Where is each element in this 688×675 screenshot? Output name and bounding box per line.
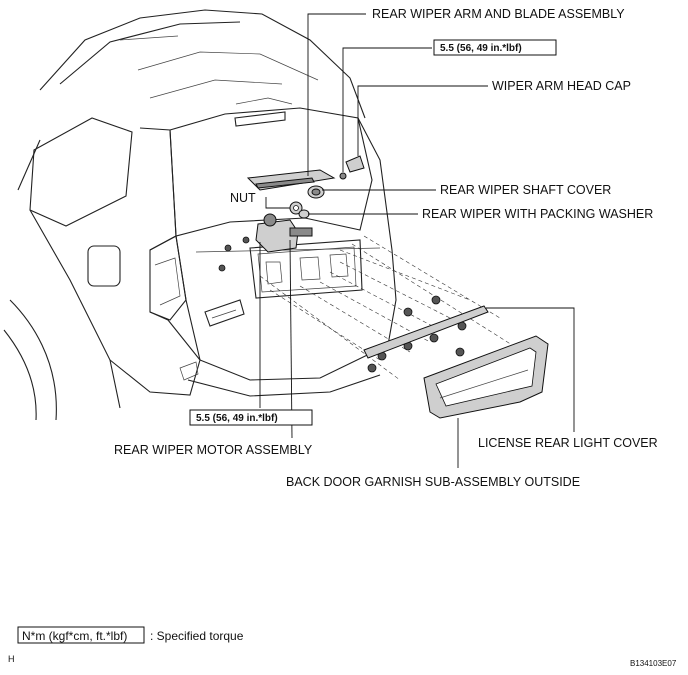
figure-code: B134103E07 [630,659,677,668]
page-letter: H [8,654,15,664]
nut-part [289,201,303,215]
label-wiper-arm-head-cap: WIPER ARM HEAD CAP [492,79,631,93]
torque-value-motor: 5.5 (56, 49 in.*lbf) [196,413,278,424]
label-rear-wiper-arm-and-blade-assembly: REAR WIPER ARM AND BLADE ASSEMBLY [372,7,625,21]
torque-value-nut: 5.5 (56, 49 in.*lbf) [440,43,522,54]
small-washer-part [339,172,347,180]
mounting-clips [218,244,467,373]
packing-washer-part [298,209,310,219]
legend-units-text: N*m (kgf*cm, ft.*lbf) [22,629,127,643]
wiper-arm-part [246,169,336,191]
leader-lines [259,13,575,468]
label-back-door-garnish-sub-assembly-outside: BACK DOOR GARNISH SUB-ASSEMBLY OUTSIDE [286,475,580,489]
rear-wiper-motor-part [242,213,313,253]
label-rear-wiper-shaft-cover: REAR WIPER SHAFT COVER [440,183,611,197]
rear-wiper-shaft-cover-part [307,185,325,199]
license-light-cover-part [363,305,489,359]
torque-legend: N*m (kgf*cm, ft.*lbf) : Specified torque [17,626,244,644]
back-door-garnish-part [423,335,549,419]
callout-labels: REAR WIPER ARM AND BLADE ASSEMBLY 5.5 (5… [114,7,658,489]
label-license-rear-light-cover: LICENSE REAR LIGHT COVER [478,436,658,450]
vehicle-body-drawing [3,9,397,421]
legend-units-box [17,626,145,644]
label-rear-wiper-motor-assembly: REAR WIPER MOTOR ASSEMBLY [114,443,313,457]
label-nut: NUT [230,191,256,205]
torque-box-motor [189,409,313,426]
legend-description: : Specified torque [150,629,244,643]
torque-box-nut [433,39,557,56]
label-rear-wiper-with-packing-washer: REAR WIPER WITH PACKING WASHER [422,207,653,221]
wiper-arm-head-cap-part [345,155,365,173]
